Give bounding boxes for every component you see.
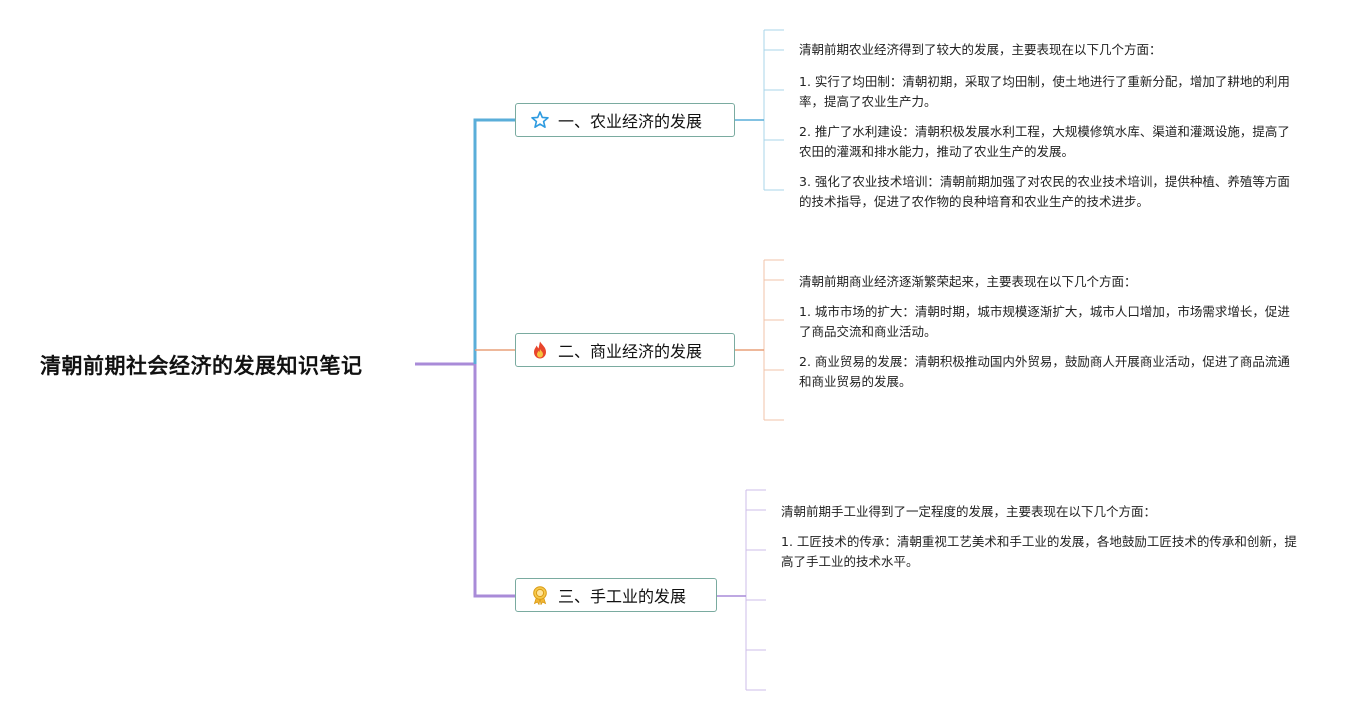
note-commerce-intro: 清朝前期商业经济逐渐繁荣起来，主要表现在以下几个方面： — [799, 274, 1137, 289]
fire-icon — [530, 340, 550, 360]
medal-icon — [530, 585, 550, 605]
branch-label: 一、农业经济的发展 — [558, 112, 703, 131]
branch-3-note-connectors — [745, 489, 766, 691]
note-agriculture-intro: 清朝前期农业经济得到了较大的发展，主要表现在以下几个方面： — [799, 42, 1162, 57]
note-agriculture-3: 3. 强化了农业技术培训：清朝前期加强了对农民的农业技术培训，提供种植、养殖等方… — [799, 174, 1290, 209]
note-handicraft-1: 1. 工匠技术的传承：清朝重视工艺美术和手工业的发展，各地鼓励工匠技术的传承和创… — [781, 534, 1297, 569]
note-commerce-2: 2. 商业贸易的发展：清朝积极推动国内外贸易，鼓励商人开展商业活动，促进了商品流… — [799, 354, 1290, 389]
branch-label: 三、手工业的发展 — [558, 587, 687, 606]
branch-label: 二、商业经济的发展 — [558, 342, 703, 361]
note-commerce-1: 1. 城市市场的扩大：清朝时期，城市规模逐渐扩大，城市人口增加，市场需求增长，促… — [799, 304, 1290, 339]
branch-commerce[interactable]: 二、商业经济的发展 — [515, 333, 735, 367]
branch-1-trunk — [473, 118, 515, 364]
branch-1-note-connectors — [735, 29, 784, 191]
branch-handicraft[interactable]: 三、手工业的发展 — [515, 578, 717, 612]
note-agriculture-2: 2. 推广了水利建设：清朝积极发展水利工程，大规模修筑水库、渠道和灌溉设施，提高… — [799, 124, 1290, 159]
branch-2-note-connectors — [763, 259, 784, 421]
root-topic[interactable]: 清朝前期社会经济的发展知识笔记 — [40, 354, 363, 378]
branch-agriculture[interactable]: 一、农业经济的发展 — [515, 103, 735, 137]
star-outline-icon — [530, 110, 550, 130]
note-handicraft-intro: 清朝前期手工业得到了一定程度的发展，主要表现在以下几个方面： — [781, 504, 1157, 519]
note-agriculture-1: 1. 实行了均田制：清朝初期，采取了均田制，使土地进行了重新分配，增加了耕地的利… — [799, 74, 1290, 109]
branch-3-trunk — [473, 364, 515, 598]
